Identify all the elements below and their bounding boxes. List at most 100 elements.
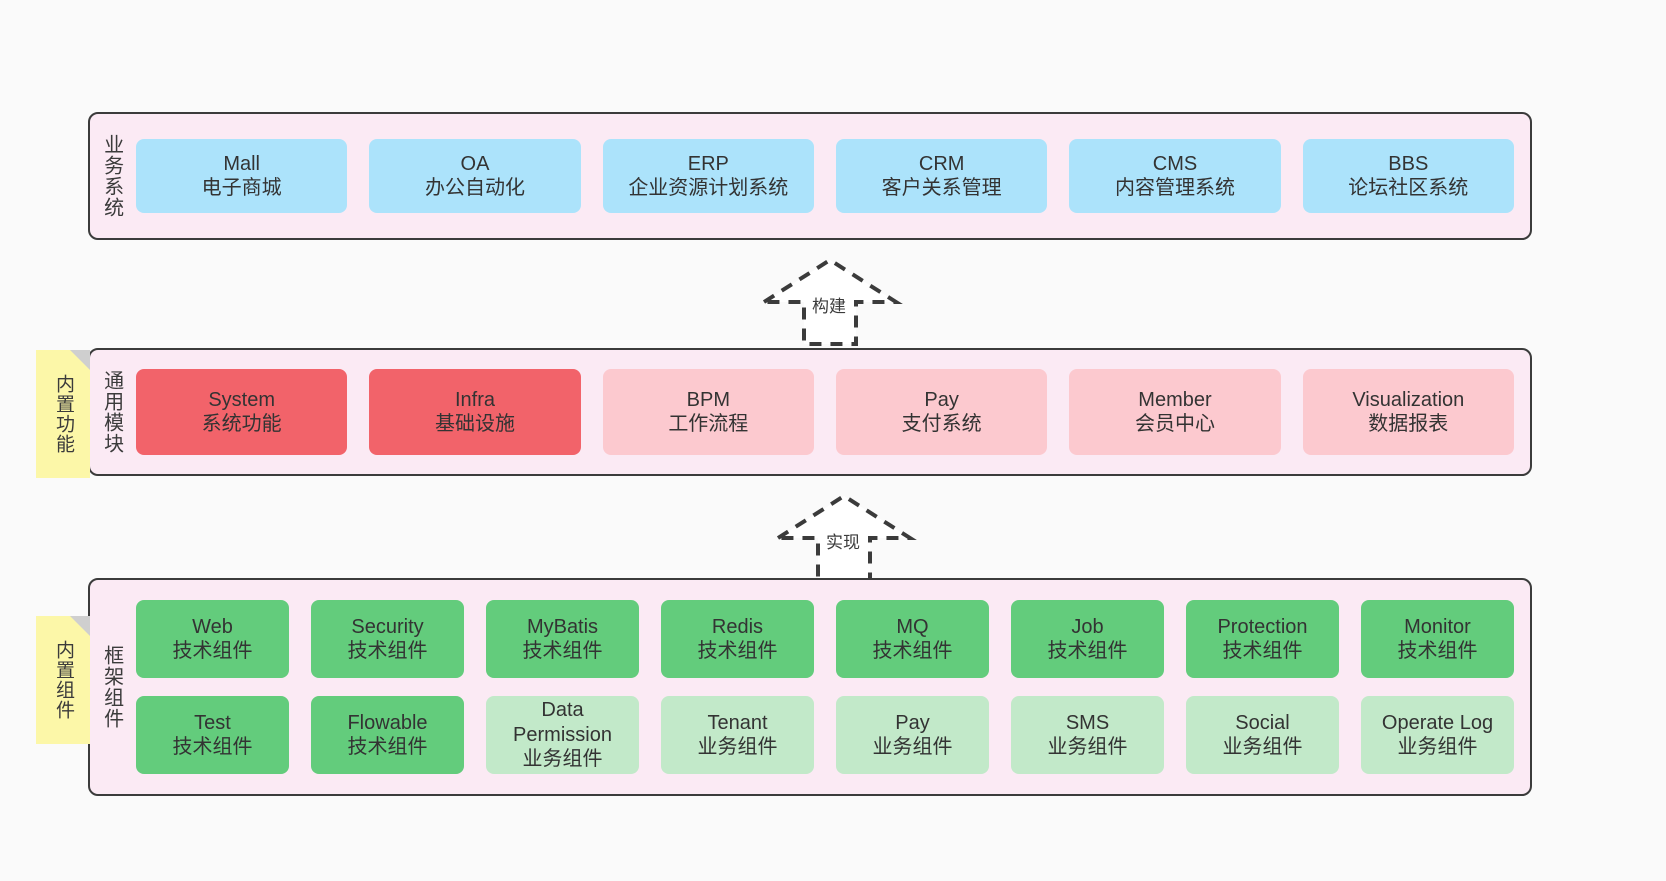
tier-row: Test 技术组件 Flowable 技术组件 Data Permission … <box>136 696 1514 774</box>
card-subtitle: 技术组件 <box>1222 640 1303 662</box>
card-infra[interactable]: Infra 基础设施 <box>369 369 581 455</box>
card-title: CRM <box>918 152 965 175</box>
card-subtitle: 业务组件 <box>1047 736 1128 758</box>
sticky-note-builtin-features: 内置功能 <box>36 350 90 478</box>
card-title: Pay <box>924 388 959 411</box>
sticky-note-label: 内置功能 <box>53 374 75 454</box>
card-title: CMS <box>1152 152 1198 175</box>
card-subtitle: 技术组件 <box>522 640 603 662</box>
card-subtitle: 客户关系管理 <box>881 177 1002 199</box>
card-protection[interactable]: Protection 技术组件 <box>1186 600 1339 678</box>
card-title: Job <box>1071 615 1104 638</box>
card-flowable[interactable]: Flowable 技术组件 <box>311 696 464 774</box>
card-subtitle: 技术组件 <box>1047 640 1128 662</box>
card-subtitle: 基础设施 <box>434 413 515 435</box>
card-subtitle: 支付系统 <box>901 413 982 435</box>
card-title: BPM <box>686 388 730 411</box>
card-title: System <box>208 388 275 411</box>
card-title: Operate Log <box>1381 711 1494 734</box>
card-crm[interactable]: CRM 客户关系管理 <box>835 139 1048 213</box>
tier-row: Web 技术组件 Security 技术组件 MyBatis 技术组件 Redi… <box>136 600 1514 678</box>
card-cms[interactable]: CMS 内容管理系统 <box>1069 139 1281 213</box>
card-subtitle: 电子商城 <box>201 177 282 199</box>
card-title: Security <box>351 615 424 638</box>
card-title: Data Permission <box>513 699 612 746</box>
card-mall[interactable]: Mall 电子商城 <box>136 139 348 213</box>
card-security[interactable]: Security 技术组件 <box>311 600 464 678</box>
card-mq[interactable]: MQ 技术组件 <box>836 600 989 678</box>
card-title: Redis <box>711 615 764 638</box>
card-subtitle: 业务组件 <box>522 748 603 771</box>
card-title: ERP <box>687 152 729 175</box>
card-pay-component[interactable]: Pay 业务组件 <box>836 696 989 774</box>
card-redis[interactable]: Redis 技术组件 <box>661 600 814 678</box>
card-subtitle: 技术组件 <box>697 640 778 662</box>
card-title: Monitor <box>1404 615 1471 638</box>
card-subtitle: 企业资源计划系统 <box>628 177 789 199</box>
tier-body-business: Mall 电子商城 OA 办公自动化 ERP 企业资源计划系统 CRM 客户关系… <box>132 114 1530 238</box>
card-title: Web <box>192 615 233 638</box>
card-title: Mall <box>223 152 260 175</box>
tier-label-modules: 通用模块 <box>100 370 123 454</box>
sticky-note-builtin-components: 内置组件 <box>36 616 90 744</box>
card-pay-module[interactable]: Pay 支付系统 <box>835 369 1048 455</box>
card-monitor[interactable]: Monitor 技术组件 <box>1361 600 1514 678</box>
card-data-permission[interactable]: Data Permission 业务组件 <box>486 696 639 774</box>
card-title: BBS <box>1388 152 1429 175</box>
card-erp[interactable]: ERP 企业资源计划系统 <box>602 139 814 213</box>
card-bpm[interactable]: BPM 工作流程 <box>602 369 814 455</box>
tier-body-framework: Web 技术组件 Security 技术组件 MyBatis 技术组件 Redi… <box>132 580 1530 794</box>
card-subtitle: 数据报表 <box>1368 413 1449 435</box>
tier-business-systems: 业务系统 Mall 电子商城 OA 办公自动化 ERP 企业资源计划系统 CRM… <box>88 112 1532 240</box>
dashed-hollow-arrow-up-icon <box>771 493 917 582</box>
card-social[interactable]: Social 业务组件 <box>1186 696 1339 774</box>
card-title: Protection <box>1217 615 1308 638</box>
card-subtitle: 技术组件 <box>172 736 253 758</box>
tier-label-framework: 框架组件 <box>100 645 123 729</box>
card-subtitle: 技术组件 <box>872 640 953 662</box>
card-subtitle: 技术组件 <box>347 736 428 758</box>
card-title: MyBatis <box>526 615 599 638</box>
card-title: Flowable <box>347 711 428 734</box>
tier-common-modules: 通用模块 System 系统功能 Infra 基础设施 BPM 工作流程 Pay… <box>88 348 1532 476</box>
card-web[interactable]: Web 技术组件 <box>136 600 289 678</box>
card-visualization[interactable]: Visualization 数据报表 <box>1302 369 1514 455</box>
connector-implement <box>766 488 926 588</box>
card-subtitle: 系统功能 <box>201 413 282 435</box>
card-title: SMS <box>1065 711 1110 734</box>
connector-implement-label: 实现 <box>826 533 860 552</box>
card-member[interactable]: Member 会员中心 <box>1069 369 1281 455</box>
card-subtitle: 技术组件 <box>172 640 253 662</box>
card-subtitle: 业务组件 <box>872 736 953 758</box>
card-subtitle: 工作流程 <box>668 413 749 435</box>
card-title: Infra <box>454 388 495 411</box>
connector-build-label: 构建 <box>812 297 846 316</box>
tier-row: Mall 电子商城 OA 办公自动化 ERP 企业资源计划系统 CRM 客户关系… <box>136 139 1514 213</box>
connector-build <box>752 252 912 352</box>
tier-label-business: 业务系统 <box>100 134 123 218</box>
card-oa[interactable]: OA 办公自动化 <box>369 139 581 213</box>
folded-corner-icon <box>70 616 90 636</box>
card-title: OA <box>460 152 490 175</box>
card-bbs[interactable]: BBS 论坛社区系统 <box>1302 139 1514 213</box>
card-tenant[interactable]: Tenant 业务组件 <box>661 696 814 774</box>
card-test[interactable]: Test 技术组件 <box>136 696 289 774</box>
card-title: MQ <box>896 615 929 638</box>
tier-framework-components: 框架组件 Web 技术组件 Security 技术组件 MyBatis 技术组件… <box>88 578 1532 796</box>
card-sms[interactable]: SMS 业务组件 <box>1011 696 1164 774</box>
folded-corner-icon <box>70 350 90 370</box>
card-mybatis[interactable]: MyBatis 技术组件 <box>486 600 639 678</box>
card-subtitle: 内容管理系统 <box>1114 177 1235 199</box>
card-subtitle: 业务组件 <box>697 736 778 758</box>
card-subtitle: 业务组件 <box>1397 736 1478 758</box>
card-title: Tenant <box>707 711 768 734</box>
card-title: Test <box>194 711 231 734</box>
card-title: Pay <box>895 711 930 734</box>
card-system[interactable]: System 系统功能 <box>136 369 348 455</box>
card-title: Visualization <box>1352 388 1465 411</box>
tier-body-modules: System 系统功能 Infra 基础设施 BPM 工作流程 Pay 支付系统… <box>132 350 1530 474</box>
card-operate-log[interactable]: Operate Log 业务组件 <box>1361 696 1514 774</box>
card-subtitle: 技术组件 <box>1397 640 1478 662</box>
card-job[interactable]: Job 技术组件 <box>1011 600 1164 678</box>
card-title: Member <box>1138 388 1212 411</box>
